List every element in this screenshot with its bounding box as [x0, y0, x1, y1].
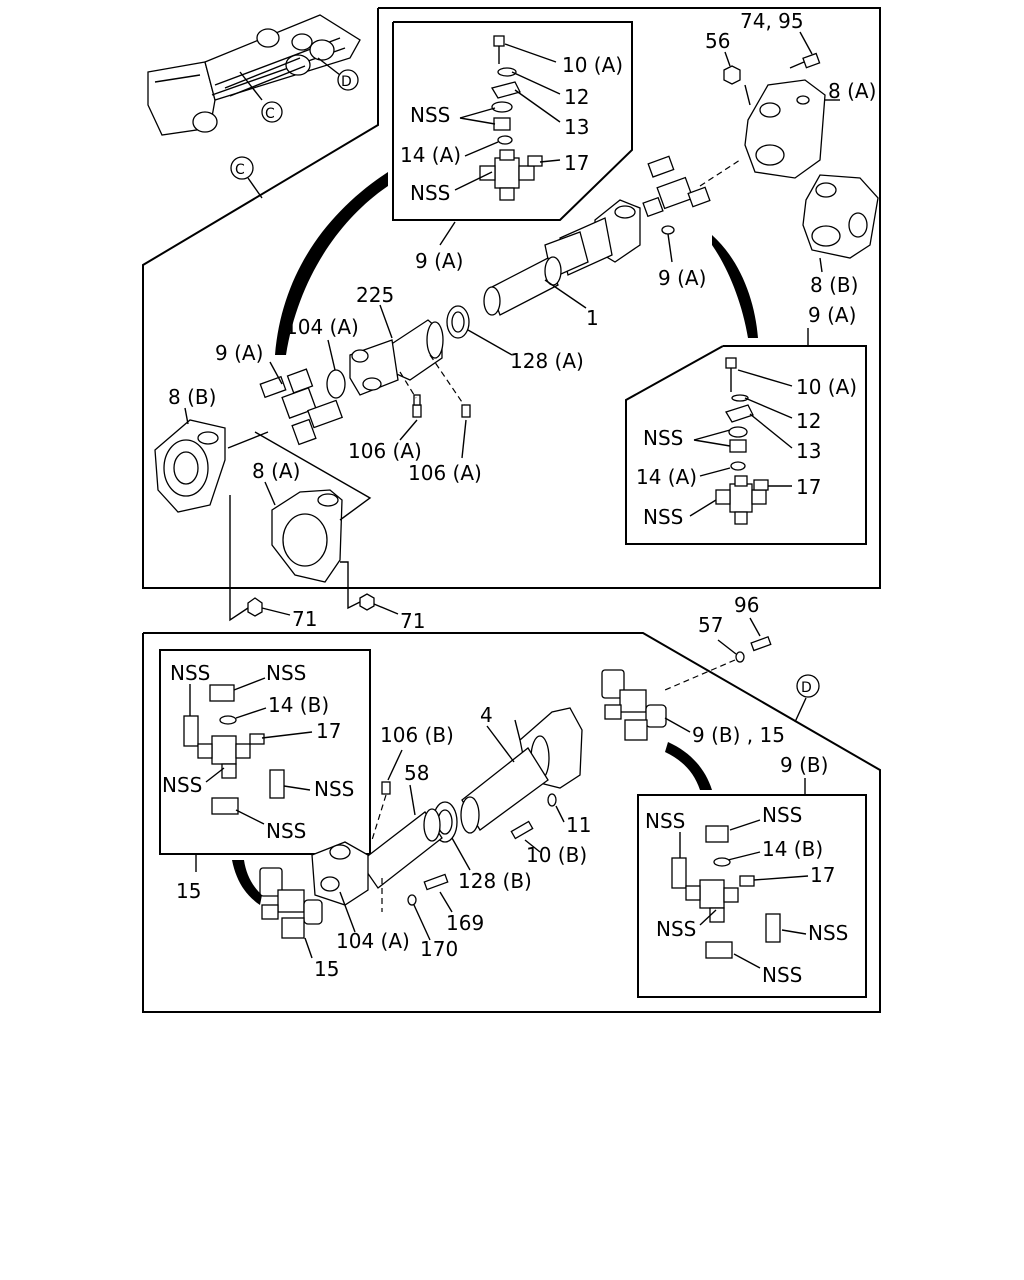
label-14a-right: 14 (A)	[636, 465, 697, 489]
label-4: 4	[480, 703, 493, 727]
label-nss-rb-2: NSS	[762, 803, 802, 827]
lower-left-joint-kit-inset	[159, 649, 371, 855]
label-17-left: 17	[316, 719, 341, 743]
label-nss-top-2: NSS	[410, 181, 450, 205]
upper-section-frame	[142, 7, 881, 589]
slip-yoke-225	[349, 304, 471, 459]
svg-text:C: C	[265, 106, 275, 122]
label-10b: 10 (B)	[526, 843, 587, 867]
label-nss-right-1: NSS	[643, 426, 683, 450]
flange-yoke-8a-top	[744, 79, 840, 179]
lower-section-frame	[142, 632, 881, 1013]
svg-text:C: C	[235, 162, 245, 178]
label-13-top: 13	[564, 115, 589, 139]
label-9a-inset-top: 9 (A)	[415, 249, 463, 273]
label-96: 96	[734, 593, 759, 617]
label-nss-right-2: NSS	[643, 505, 683, 529]
label-17-right: 17	[796, 475, 821, 499]
label-58: 58	[404, 761, 429, 785]
label-nss-top-1: NSS	[410, 103, 450, 127]
label-9b: 9 (B)	[780, 753, 828, 777]
label-9a-inset-right: 9 (A)	[808, 303, 856, 327]
label-nss-b-3: NSS	[162, 773, 202, 797]
right-joint-kit-inset	[625, 345, 867, 545]
label-8b-right: 8 (B)	[810, 273, 858, 297]
label-10a-right: 10 (A)	[796, 375, 857, 399]
nut-71-left	[229, 495, 291, 622]
spider-cross-top	[479, 149, 535, 201]
label-nss-b-2: NSS	[266, 661, 306, 685]
label-128a: 128 (A)	[510, 349, 584, 373]
label-57: 57	[698, 613, 723, 637]
callout-d-right: D	[794, 674, 820, 723]
front-propeller-shaft	[483, 155, 741, 316]
label-8a-left: 8 (A)	[252, 459, 300, 483]
svg-text:D: D	[341, 74, 352, 90]
callout-c-top: C	[261, 101, 283, 123]
callout-c-left: C	[230, 156, 263, 199]
truck-overview-illustration	[147, 14, 361, 136]
label-9a-left: 9 (A)	[215, 341, 263, 365]
label-170: 170	[420, 937, 458, 961]
universal-joint-9a-left	[259, 361, 344, 446]
seal-ring-128a	[446, 305, 513, 356]
label-nss-b-1: NSS	[170, 661, 210, 685]
label-17-top: 17	[564, 151, 589, 175]
label-nss-rb-1: NSS	[645, 809, 685, 833]
label-12-top: 12	[564, 85, 589, 109]
label-1: 1	[586, 306, 599, 330]
label-9a-right: 9 (A)	[658, 266, 706, 290]
bolt-74-95	[789, 31, 821, 69]
arrow-arc-lower-left	[232, 860, 262, 905]
label-13-right: 13	[796, 439, 821, 463]
label-nss-rb-4: NSS	[808, 921, 848, 945]
label-12-right: 12	[796, 409, 821, 433]
arrow-arc-lower-right	[665, 742, 712, 790]
label-nss-b-4: NSS	[314, 777, 354, 801]
flange-8a-left	[254, 431, 372, 583]
label-14a-top: 14 (A)	[400, 143, 461, 167]
arrow-arc-left	[275, 172, 388, 355]
label-nss-b-5: NSS	[266, 819, 306, 843]
flange-8b-left	[154, 407, 269, 513]
nut-71-right	[340, 561, 399, 615]
label-104a-top: 104 (A)	[285, 315, 359, 339]
universal-joint-9b-15	[601, 669, 691, 741]
label-104a-lower: 104 (A)	[336, 929, 410, 953]
label-14b-right: 14 (B)	[762, 837, 823, 861]
label-8b-left: 8 (B)	[168, 385, 216, 409]
label-169: 169	[446, 911, 484, 935]
label-56: 56	[705, 29, 730, 53]
svg-text:D: D	[801, 680, 812, 696]
label-17-rb: 17	[810, 863, 835, 887]
snap-ring-104a-top	[326, 339, 346, 399]
label-225: 225	[356, 283, 394, 307]
label-128b: 128 (B)	[458, 869, 532, 893]
label-106a-2: 106 (A)	[408, 461, 482, 485]
arrow-arc-right	[712, 235, 758, 338]
lower-right-joint-kit-inset	[637, 794, 867, 998]
label-9b-15: 9 (B) , 15	[692, 723, 785, 747]
label-106b: 106 (B)	[380, 723, 454, 747]
label-8a-top: 8 (A)	[828, 79, 876, 103]
label-14b-left: 14 (B)	[268, 693, 329, 717]
flange-yoke-8b-right	[802, 174, 879, 273]
top-joint-kit-inset	[392, 21, 633, 246]
universal-joint-15-lower	[259, 867, 323, 959]
label-15-1: 15	[176, 879, 201, 903]
label-106a-1: 106 (A)	[348, 439, 422, 463]
label-74-95: 74, 95	[740, 9, 804, 33]
nut-56	[723, 51, 741, 85]
bolt-96-washer-57	[664, 617, 772, 691]
label-71-2: 71	[400, 609, 425, 633]
label-71-1: 71	[292, 607, 317, 631]
label-11: 11	[566, 813, 591, 837]
rear-propeller-shaft	[311, 707, 583, 941]
label-nss-rb-5: NSS	[762, 963, 802, 987]
callout-d-top: D	[337, 69, 359, 91]
label-15-2: 15	[314, 957, 339, 981]
label-nss-rb-3: NSS	[656, 917, 696, 941]
label-10a-top: 10 (A)	[562, 53, 623, 77]
